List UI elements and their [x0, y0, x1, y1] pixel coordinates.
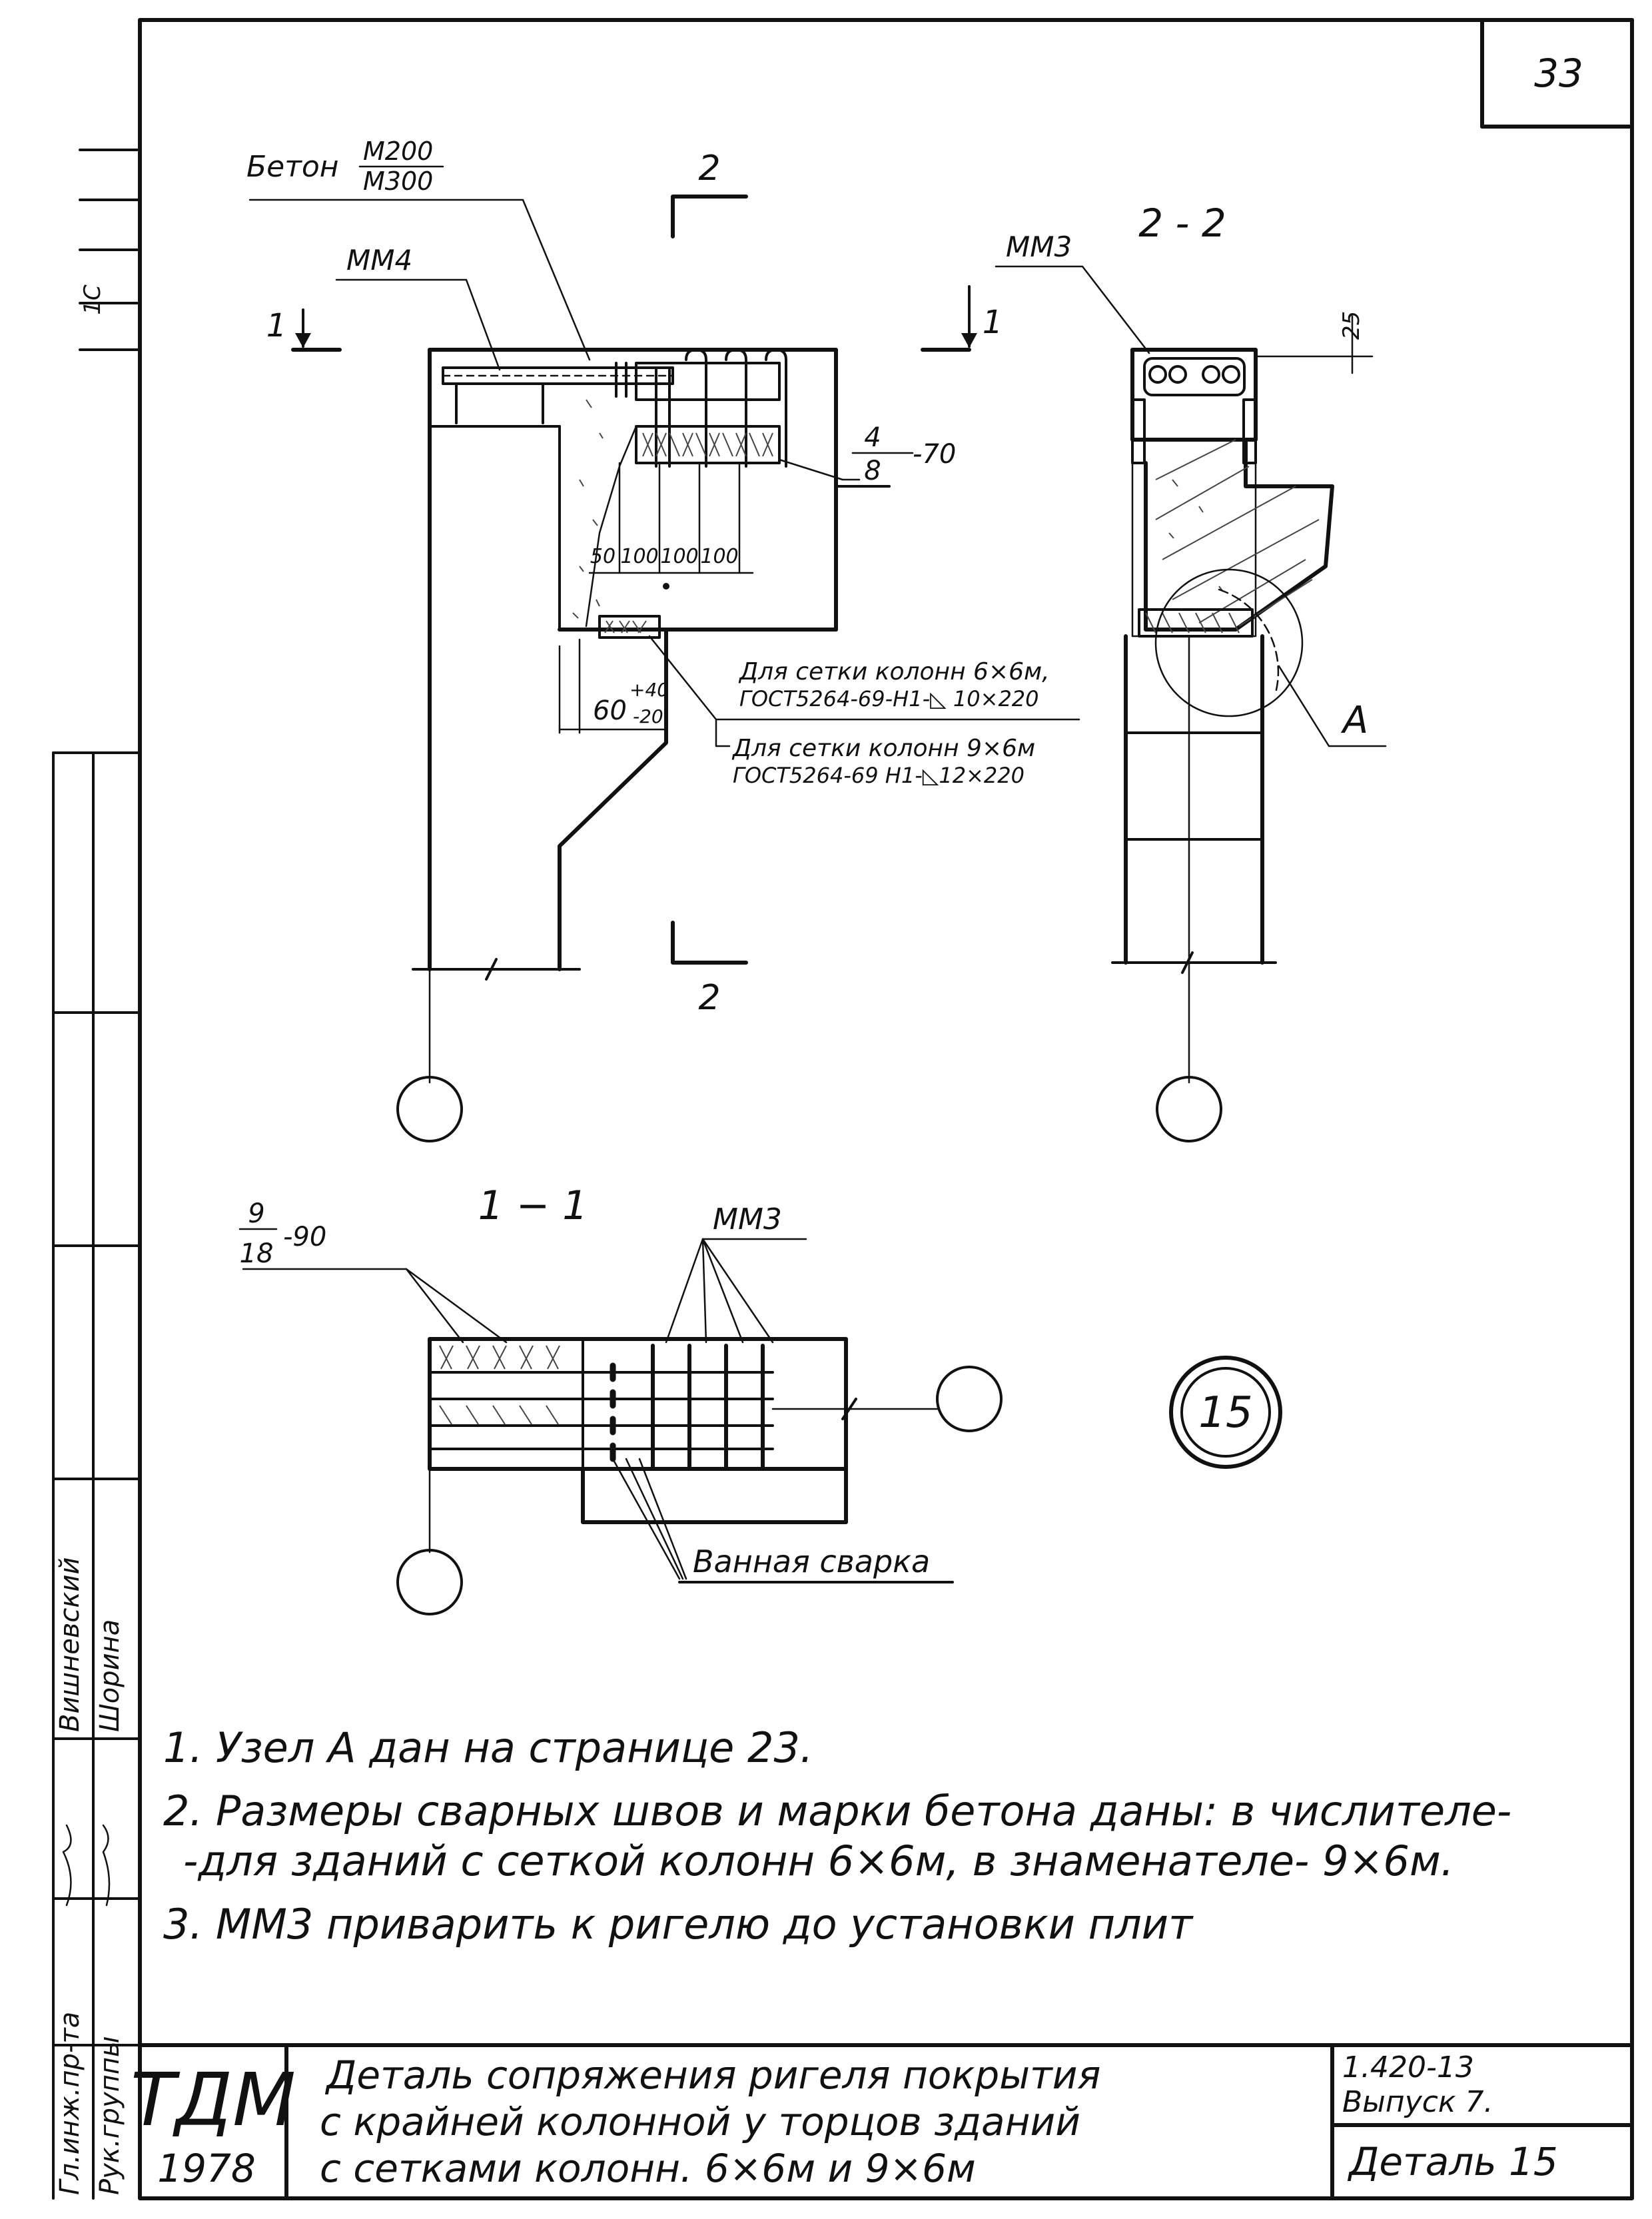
svg-text:1 − 1: 1 − 1 [478, 1182, 588, 1229]
title-block: ТДМ 1978 Деталь сопряжения ригеля покрыт… [131, 2043, 1634, 2200]
svg-text:М300: М300 [363, 167, 433, 196]
dim-100b: 100 [660, 545, 698, 568]
svg-text:9: 9 [248, 1198, 264, 1229]
svg-text:ГОСТ5264-69 Н1-◺12×220: ГОСТ5264-69 Н1-◺12×220 [733, 763, 1025, 788]
svg-text:ММ3: ММ3 [1006, 230, 1072, 263]
svg-text:2 - 2: 2 - 2 [1138, 201, 1226, 246]
bath-weld-label: Ванная сварка [693, 1544, 930, 1579]
grid-axis-bubble-3 [936, 1366, 1003, 1432]
dim-60: 60 [593, 695, 627, 726]
section-cut-2-bottom: 2 [671, 921, 748, 1018]
node-a-label: А [1341, 699, 1368, 742]
sheet-frame [52, 18, 1634, 2200]
svg-text:Бетон: Бетон [246, 150, 339, 184]
svg-text:Гл.инж.пр-та: Гл.инж.пр-та [55, 2012, 85, 2195]
main-elevation-view: 50 100 100 100 60 +40 -20 4 8 -70 [396, 348, 1080, 1142]
dim-minus20: -20 [633, 705, 663, 727]
svg-text:ММ4: ММ4 [346, 244, 412, 276]
strip-mark: 1С [79, 284, 106, 315]
svg-text:25: 25 [1338, 311, 1365, 340]
svg-text:-90: -90 [283, 1222, 326, 1252]
issue-number: Выпуск 7. [1342, 2085, 1493, 2119]
svg-text:2: 2 [698, 978, 720, 1018]
svg-text:15: 15 [1198, 1388, 1252, 1438]
svg-text:Шорина: Шорина [95, 1619, 125, 1732]
dim-100c: 100 [700, 545, 738, 568]
svg-text:Вишневский: Вишневский [55, 1557, 85, 1732]
svg-text:2: 2 [698, 149, 720, 189]
stirrup-group [635, 348, 787, 468]
section-cut-2-top: 2 [671, 149, 748, 238]
note-2b: -для зданий с сеткой колонн 6×6м, в знам… [183, 1837, 1453, 1885]
detail-number: Деталь 15 [1347, 2139, 1558, 2184]
weld-top-den: 8 [864, 456, 881, 486]
anchor-bars [455, 382, 544, 424]
section-1-1-view: 1 − 1 ММ3 9 18 -90 [238, 1182, 1003, 1615]
section-cut-1-left: 1 [266, 307, 342, 352]
note-2: 2. Размеры сварных швов и марки бетона д… [163, 1787, 1511, 1835]
svg-text:Для сетки колонн 9×6м: Для сетки колонн 9×6м [731, 735, 1035, 762]
grid-axis-bubble-2 [1156, 1076, 1222, 1142]
left-strip-labels: Гл.инж.пр-та Рук.группы Вишневский Шорин… [55, 1557, 125, 2195]
svg-text:Для сетки колонн 6×6м,: Для сетки колонн 6×6м, [738, 658, 1050, 685]
title-line-1: Деталь сопряжения ригеля покрытия [324, 2052, 1100, 2098]
svg-text:Рук.группы: Рук.группы [95, 2036, 125, 2195]
detail-number-circle: 15 [1169, 1356, 1282, 1469]
notes-block: 1. Узел А дан на странице 23. 2. Размеры… [163, 1723, 1511, 1949]
svg-text:ММ3: ММ3 [713, 1202, 782, 1236]
mm4-label: ММ4 [335, 244, 501, 371]
year: 1978 [157, 2146, 256, 2191]
svg-text:1: 1 [983, 304, 1003, 341]
dim-50: 50 [590, 545, 616, 568]
weld-top-len: -70 [913, 439, 956, 470]
title-line-2: с крайней колонной у торцов зданий [320, 2099, 1080, 2144]
page-number: 33 [1534, 51, 1583, 96]
weld-top-num: 4 [864, 422, 881, 453]
weld-spec-notes: Для сетки колонн 6×6м, ГОСТ5264-69-Н1-◺ … [715, 658, 1050, 788]
dim-plus40: +40 [629, 679, 669, 701]
logo: ТДМ [131, 2057, 296, 2142]
note-1: 1. Узел А дан на странице 23. [163, 1723, 813, 1772]
svg-text:18: 18 [240, 1238, 274, 1269]
bottom-plate [598, 615, 661, 639]
title-line-3: с сетками колонн. 6×6м и 9×6м [320, 2146, 976, 2191]
note-3: 3. ММ3 приварить к ригелю до установки п… [163, 1900, 1194, 1949]
grid-axis-bubble-4 [396, 1549, 463, 1615]
svg-text:ГОСТ5264-69-Н1-◺ 10×220: ГОСТ5264-69-Н1-◺ 10×220 [739, 686, 1039, 711]
grid-axis-bubble [396, 1076, 463, 1142]
dim-100a: 100 [620, 545, 658, 568]
section-2-2-view: 2 - 2 ММ3 А 25 [995, 201, 1387, 1142]
series-number: 1.420-13 [1342, 2050, 1474, 2084]
svg-text:1: 1 [266, 307, 287, 344]
section-cut-1-right: 1 [921, 285, 1003, 352]
svg-text:М200: М200 [363, 137, 433, 166]
concrete-grade-label: Бетон М200 М300 [246, 137, 591, 361]
